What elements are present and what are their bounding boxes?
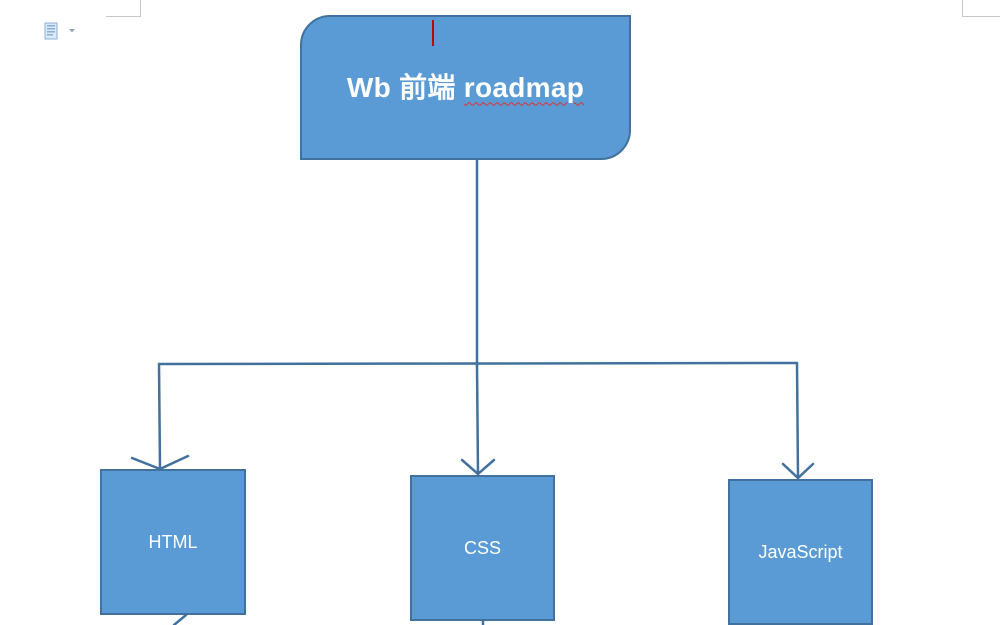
- text-cursor: [432, 20, 434, 46]
- connector-to-css: [475, 364, 480, 476]
- connector-to-html: [157, 362, 162, 471]
- arrowhead-javascript: [781, 462, 815, 480]
- arrowhead-css: [460, 458, 496, 476]
- misspelled-word[interactable]: roadmap: [463, 71, 585, 103]
- node-javascript[interactable]: JavaScript: [728, 479, 873, 625]
- paste-options-button[interactable]: [42, 20, 82, 42]
- connector-horizontal: [157, 361, 799, 366]
- node-html-label: HTML: [148, 531, 198, 552]
- root-node-shape[interactable]: Wb 前端 roadmap: [300, 15, 631, 160]
- clipboard-icon: [42, 21, 62, 41]
- chevron-down-icon: [68, 28, 76, 34]
- node-javascript-label: JavaScript: [758, 541, 843, 562]
- node-html[interactable]: HTML: [100, 469, 246, 615]
- connector-html-below: [172, 613, 188, 625]
- node-css-label: CSS: [463, 537, 501, 558]
- node-css[interactable]: CSS: [410, 475, 555, 621]
- root-node-title[interactable]: Wb 前端 roadmap: [347, 66, 584, 106]
- page-corner-mark-left: [106, 0, 141, 17]
- connector-to-javascript: [795, 361, 800, 480]
- root-node-title-prefix: Wb 前端: [346, 71, 464, 103]
- page-corner-mark-right: [962, 0, 1000, 17]
